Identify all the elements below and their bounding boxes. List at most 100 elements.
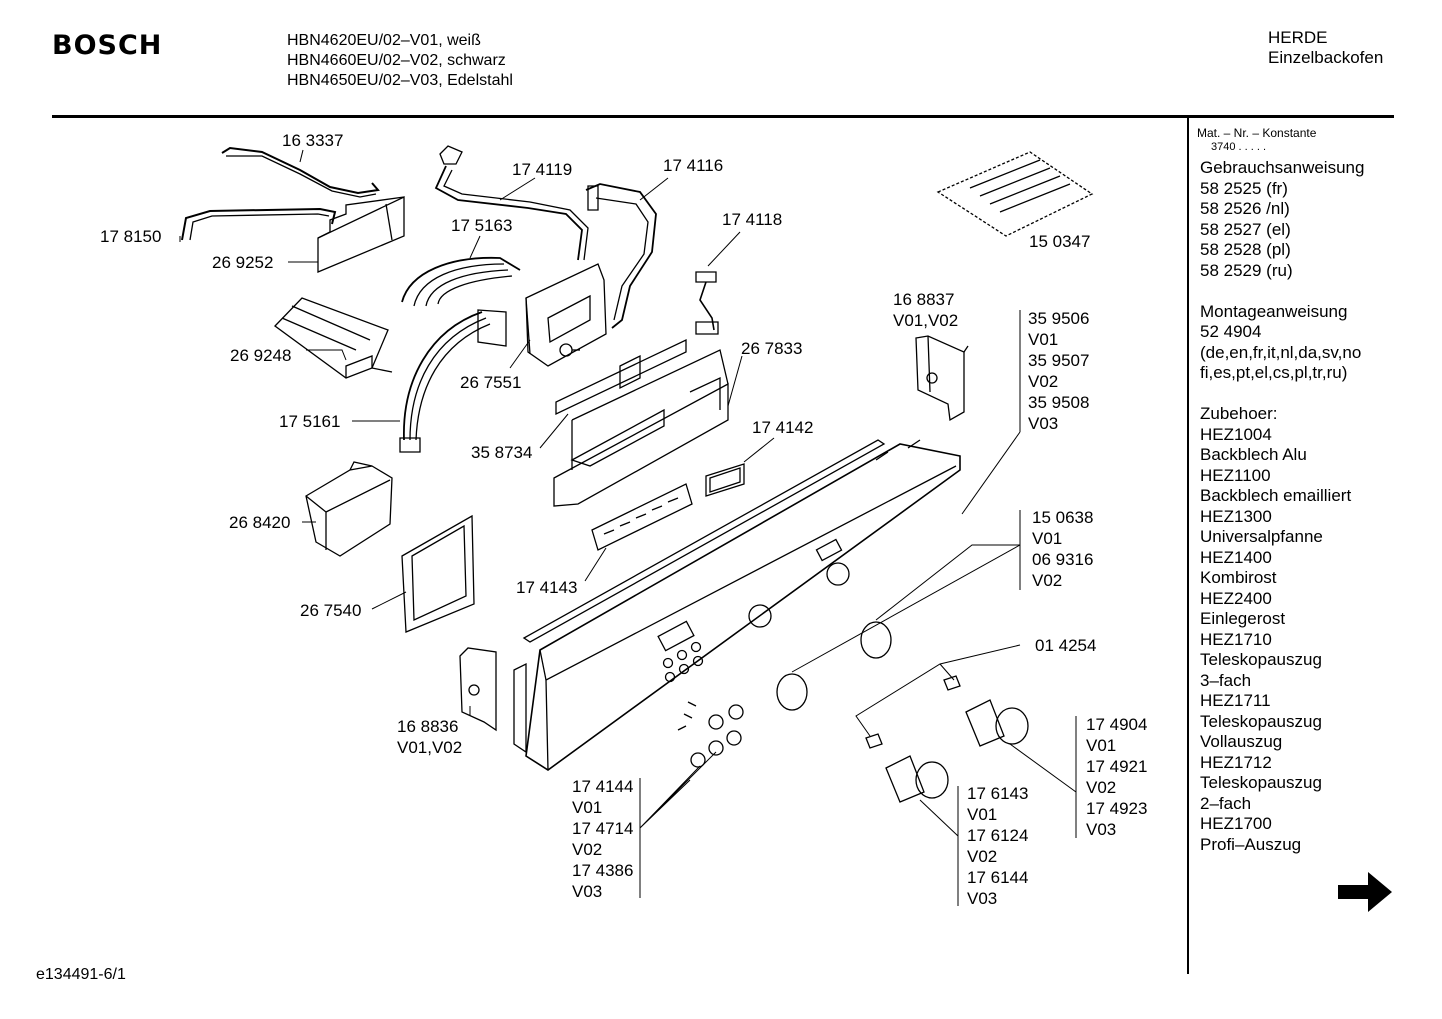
bracket-168836 [459, 647, 527, 754]
cable-174116 [585, 183, 657, 329]
model-line-2: HBN4660EU/02–V02, schwarz [287, 52, 506, 69]
sidebar-line: Teleskopauszug [1200, 650, 1322, 669]
sidebar-line: HEZ1100 [1200, 465, 1271, 485]
label-174143: 17 4143 [516, 578, 578, 597]
label-150638-line: 15 0638 [1032, 508, 1094, 527]
label-174904-line: 17 4921 [1086, 757, 1148, 776]
label-174904-line: V02 [1086, 778, 1117, 797]
label-176143-line: V01 [967, 805, 998, 824]
cable-175161 [399, 309, 507, 453]
label-176143-line: V02 [967, 847, 998, 866]
sidebar-line: HEZ1400 [1200, 547, 1272, 567]
sidebar-line: 3–fach [1200, 670, 1252, 690]
sidebar-line: HEZ1700 [1200, 814, 1272, 833]
label-269248: 26 9248 [230, 346, 292, 365]
label-267833: 26 7833 [741, 339, 803, 358]
sidebar-line: Gebrauchsanweisung [1200, 158, 1365, 177]
label-267540: 26 7540 [300, 601, 362, 620]
sidebar-line: 58 2526 /nl) [1200, 199, 1290, 218]
category-title: HERDE [1268, 28, 1328, 47]
arrow-right-icon[interactable] [1338, 870, 1394, 914]
label-359506-line: V03 [1028, 414, 1059, 433]
label-168837-variants: V01,V02 [893, 311, 959, 330]
sidebar-line: Montageanweisung [1200, 301, 1348, 321]
label-174904: 17 4904 V01 17 4921 V02 17 4923 V03 [1086, 714, 1147, 840]
label-174144-line: 17 4144 [572, 777, 634, 796]
label-174904-line: 17 4904 [1086, 715, 1148, 734]
sidebar-line: Teleskopauszug [1200, 773, 1322, 792]
sidebar-line: Kombirost [1200, 568, 1277, 587]
label-174904-line: V03 [1086, 820, 1117, 839]
label-174142: 17 4142 [752, 418, 814, 437]
sidebar-line: Zubehoer: [1200, 404, 1278, 423]
cable-178150 [181, 207, 337, 241]
label-269252: 26 9252 [212, 253, 274, 272]
label-174144-line: 17 4386 [572, 861, 634, 880]
sidebar-line: Universalpfanne [1200, 527, 1323, 546]
label-174144-line: V02 [572, 840, 603, 859]
sidebar-line: HEZ1710 [1200, 629, 1272, 649]
sidebar-line: Teleskopauszug [1200, 711, 1322, 731]
label-174144: 17 4144 V01 17 4714 V02 17 4386 V03 [572, 776, 633, 902]
label-150638-line: V01 [1032, 529, 1063, 548]
label-268420: 26 8420 [229, 513, 291, 532]
material-constant: Mat. – Nr. – Konstante 3740 . . . . . [1197, 126, 1316, 153]
material-constant-value: 3740 . . . . . [1211, 141, 1267, 153]
sidebar-line: 58 2528 (pl) [1200, 240, 1291, 259]
sidebar-line: HEZ1300 [1200, 506, 1272, 526]
label-176143-line: 17 6143 [967, 784, 1029, 803]
label-163337: 16 3337 [282, 131, 344, 150]
knobs-174144 [677, 701, 744, 768]
label-174118: 17 4118 [722, 210, 783, 229]
label-150638-line: V02 [1032, 571, 1063, 590]
button-strip-174143 [591, 483, 693, 551]
label-359506-line: V02 [1028, 372, 1059, 391]
label-150638: 15 0638 V01 06 9316 V02 [1032, 507, 1093, 591]
label-168836-variants: V01,V02 [397, 738, 463, 757]
frame-267540 [401, 514, 475, 633]
label-176143-line: 17 6124 [967, 826, 1029, 845]
label-175163: 17 5163 [451, 216, 513, 235]
label-174116: 17 4116 [663, 156, 724, 175]
label-168837-number: 16 8837 [893, 290, 955, 309]
label-359506-line: V01 [1028, 330, 1059, 349]
model-line-1: HBN4620EU/02–V01, weiß [287, 32, 481, 49]
label-150347: 15 0347 [1029, 232, 1091, 251]
sidebar-line: 2–fach [1200, 793, 1252, 813]
sidebar-line: Vollauszug [1200, 732, 1283, 751]
label-178150: 17 8150 [100, 227, 162, 246]
label-176143-line: V03 [967, 889, 998, 908]
ring-069316 [860, 621, 892, 659]
label-359506-line: 35 9508 [1028, 393, 1090, 412]
clip-014254-b [865, 733, 883, 749]
label-174904-line: 17 4923 [1086, 799, 1148, 818]
label-176143: 17 6143 V01 17 6124 V02 17 6144 V03 [967, 783, 1028, 909]
sidebar-line: 58 2529 (ru) [1200, 260, 1293, 280]
sidebar-line: 58 2525 (fr) [1200, 178, 1288, 198]
label-168836-number: 16 8836 [397, 717, 459, 736]
header-divider [52, 115, 1394, 118]
cable-163337 [221, 146, 380, 198]
brand-logo: BOSCH [52, 30, 163, 61]
ring-150638 [776, 673, 808, 711]
label-168836: 16 8836 V01,V02 [397, 716, 462, 758]
screw-bag-150347 [936, 151, 1094, 237]
label-176143-line: 17 6144 [967, 868, 1029, 887]
label-014254: 01 4254 [1035, 636, 1097, 655]
label-267551: 26 7551 [460, 373, 522, 392]
material-constant-heading: Mat. – Nr. – Konstante [1197, 126, 1317, 140]
label-174904-line: V01 [1086, 736, 1117, 755]
terminal-block-269248 [274, 297, 393, 379]
label-174144-line: V03 [572, 882, 603, 901]
window-174142 [705, 463, 745, 497]
housing-267833 [553, 349, 729, 507]
sidebar-line: HEZ1711 [1200, 691, 1271, 710]
label-174144-line: 17 4714 [572, 819, 634, 838]
module-267551 [525, 263, 607, 367]
label-150638-line: 06 9316 [1032, 550, 1094, 569]
relay-housing-268420 [305, 461, 393, 557]
sidebar-line: HEZ1712 [1200, 752, 1272, 772]
label-174119: 17 4119 [512, 160, 573, 179]
drawing-id: e134491-6/1 [36, 966, 126, 983]
